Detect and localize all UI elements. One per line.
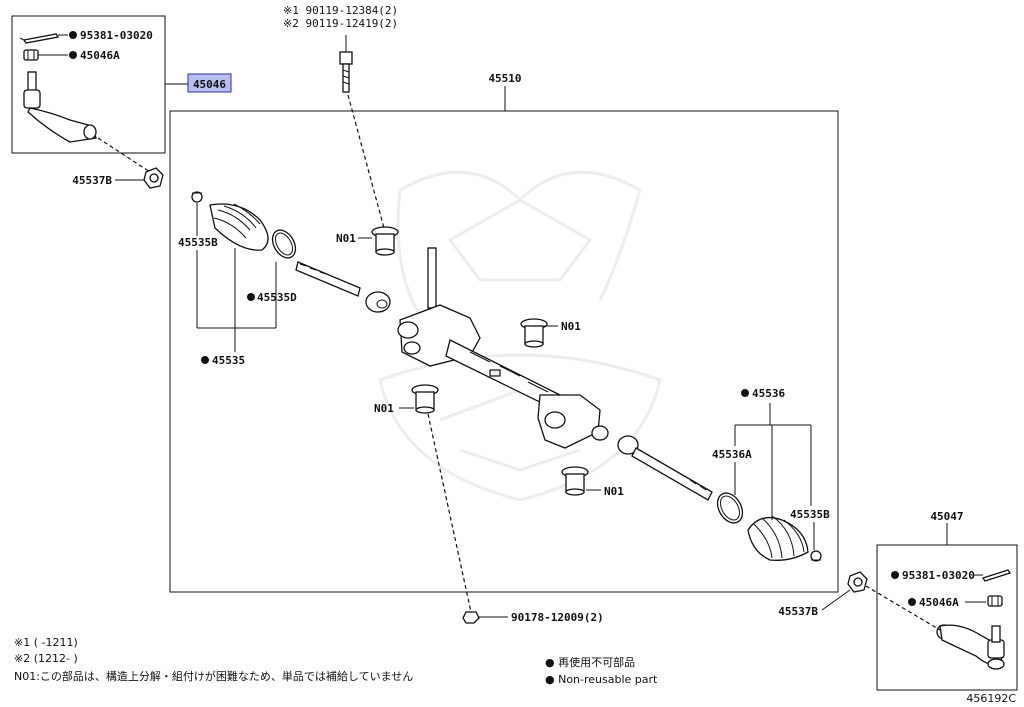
label-45537b-lh[interactable]: 45537B — [72, 174, 112, 187]
clamp-ring-lh-icon — [271, 229, 297, 259]
bushing-upper-icon — [371, 226, 399, 256]
bushing-right-icon — [520, 318, 548, 348]
bolt-icon — [339, 51, 353, 93]
label-clamp-rh[interactable]: 45536A — [712, 448, 752, 461]
nut-45537b-rh-icon — [847, 571, 868, 593]
label-bushing-c[interactable]: N01 — [374, 402, 394, 415]
inner-tie-rod-lh-icon — [295, 261, 391, 313]
nut-45537b-lh-icon — [143, 167, 164, 189]
label-nut-lh[interactable]: 45046A — [80, 49, 120, 62]
tie-rod-end-lh-icon — [23, 71, 97, 143]
note-range1: ※1 ( -1211) — [14, 636, 78, 649]
castle-nut-rh-icon — [987, 595, 1003, 607]
cotter-pin-rh-icon — [981, 569, 1012, 582]
label-bushing-d[interactable]: N01 — [604, 485, 624, 498]
clip-rh-icon — [810, 550, 822, 562]
label-boot-set-lh[interactable]: 45535 — [212, 354, 245, 367]
label-rack-assy[interactable]: 45510 — [488, 72, 521, 85]
label-nut-bottom[interactable]: 90178-12009(2) — [511, 611, 604, 624]
tie-rod-end-rh-icon — [936, 624, 1005, 670]
diagram-id: 456192C — [966, 692, 1016, 705]
legend-en: ● Non-reusable part — [545, 673, 658, 686]
clip-lh-icon — [191, 191, 203, 203]
legend-jp: ● 再使用不可部品 — [545, 655, 635, 669]
note-range2: ※2 (1212- ) — [14, 652, 78, 665]
label-cotter-rh[interactable]: 95381-03020 — [902, 569, 975, 582]
bushing-lower-left-icon — [411, 384, 439, 414]
label-nut-rh[interactable]: 45046A — [919, 596, 959, 609]
label-bolt-line1[interactable]: ※1 90119-12384(2) — [283, 4, 398, 17]
label-bushing-a[interactable]: N01 — [336, 232, 356, 245]
label-45537b-rh[interactable]: 45537B — [778, 605, 818, 618]
label-bushing-b[interactable]: N01 — [561, 320, 581, 333]
boot-lh-icon — [209, 203, 269, 251]
bushing-lower-right-icon — [561, 466, 589, 496]
rack-assy-frame — [169, 110, 839, 593]
boot-rh-icon — [747, 515, 809, 561]
label-clip-rh[interactable]: 45535B — [790, 508, 830, 521]
note-n01: N01:この部品は、構造上分解・組付けが困難なため、単品では補給していません — [14, 669, 413, 683]
highlight-45046[interactable] — [187, 73, 232, 93]
bottom-nut-icon — [462, 611, 480, 624]
label-bolt-line2[interactable]: ※2 90119-12419(2) — [283, 17, 398, 30]
label-boot-set-rh[interactable]: 45536 — [752, 387, 785, 400]
clamp-ring-rh-icon — [716, 492, 744, 524]
cotter-pin-lh-icon — [19, 33, 60, 44]
steering-rack-housing-icon — [397, 247, 609, 449]
castle-nut-lh-icon — [23, 49, 39, 61]
label-45047[interactable]: 45047 — [930, 510, 963, 523]
inner-tie-rod-rh-icon — [617, 435, 713, 501]
label-clip-lh[interactable]: 45535B — [178, 236, 218, 249]
label-clamp-lh[interactable]: 45535D — [257, 291, 297, 304]
label-45046[interactable]: 45046 — [193, 78, 226, 91]
label-cotter-lh[interactable]: 95381-03020 — [80, 29, 153, 42]
